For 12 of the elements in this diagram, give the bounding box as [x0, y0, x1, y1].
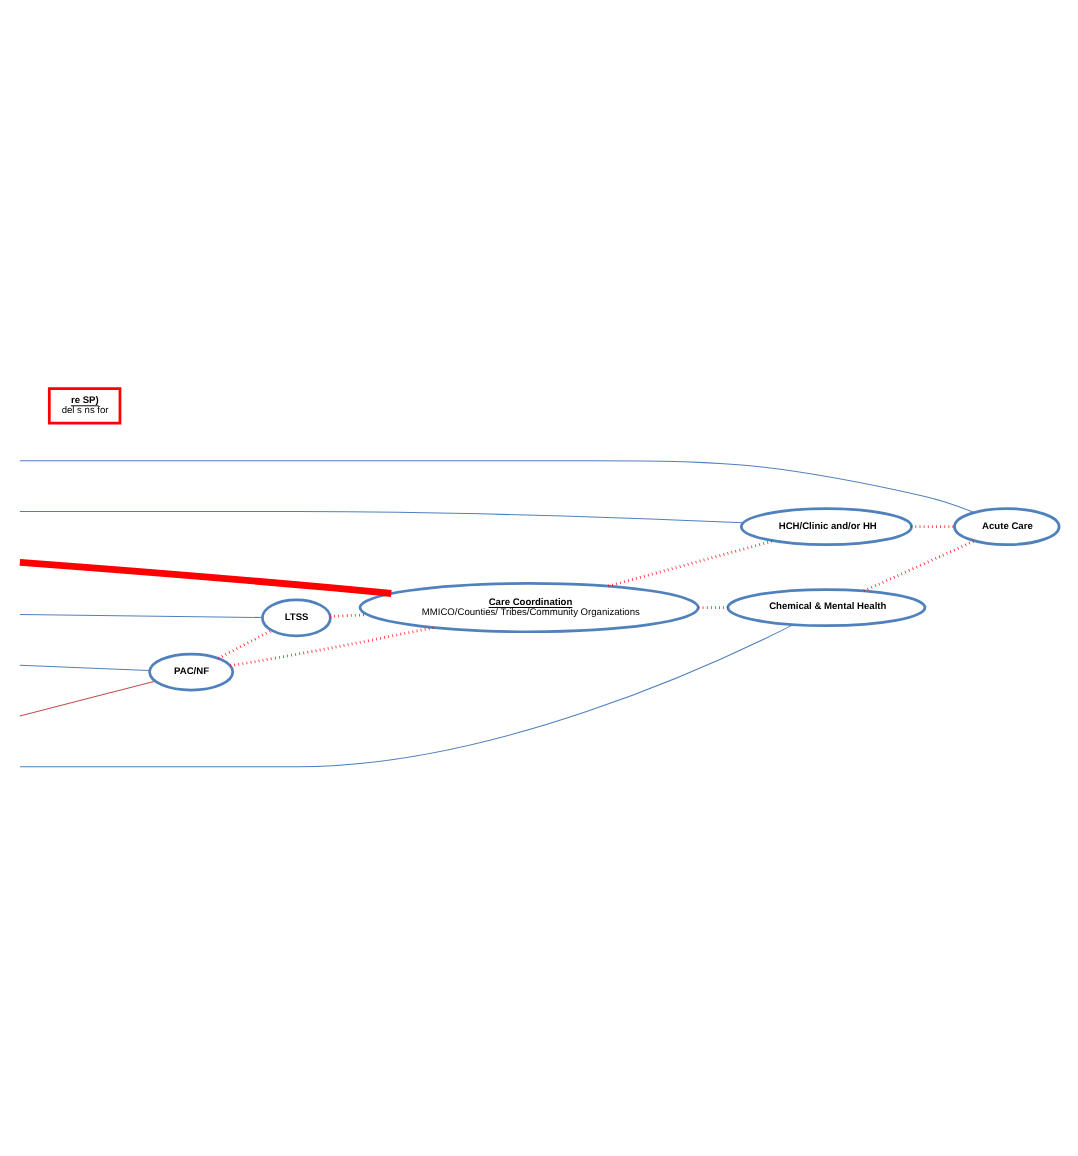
connector: [607, 539, 775, 588]
connector: [19, 613, 263, 618]
connector: [863, 539, 976, 593]
connector: [217, 629, 273, 660]
connector: [19, 558, 392, 597]
connector: [19, 460, 975, 513]
connector: [19, 624, 794, 768]
connector: [19, 680, 156, 717]
connector: [330, 613, 368, 618]
connector: [19, 664, 151, 671]
connector: [230, 626, 434, 668]
connector: [19, 511, 744, 524]
